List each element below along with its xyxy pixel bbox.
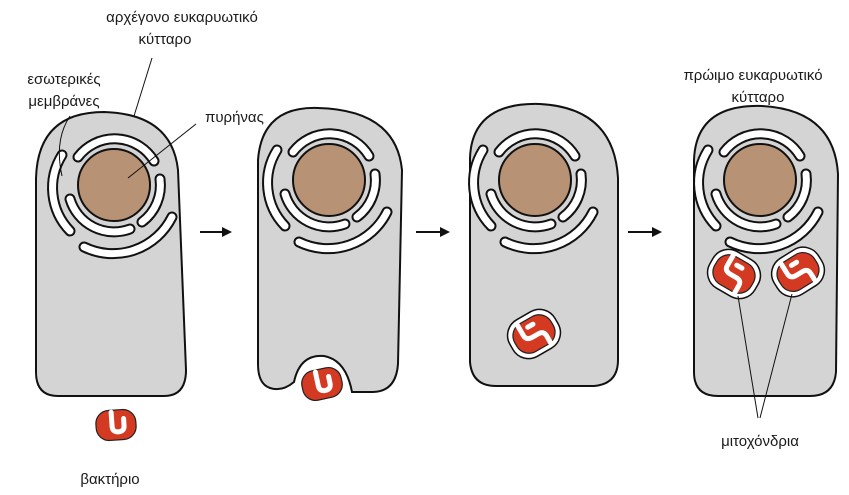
label-nucleus: πυρήνας — [205, 109, 264, 126]
label-internal-membranes-line2: μεμβράνες — [28, 93, 99, 110]
stage-1-ancestral-cell — [36, 112, 186, 441]
label-ancestral-cell-line2: κύτταρο — [139, 31, 192, 48]
label-internal-membranes-line1: εσωτερικές — [27, 71, 100, 88]
label-ancestral-cell-line1: αρχέγονο ευκαρυωτικό — [106, 9, 258, 26]
stage-4-early-eukaryote — [694, 106, 838, 396]
arrow-2 — [416, 227, 450, 237]
bacterium-engulfing — [299, 365, 344, 403]
arrow-1 — [200, 227, 232, 237]
stage-3-internalized — [470, 104, 618, 386]
stage-2-engulfment — [258, 108, 402, 403]
label-early-cell-line2: κύτταρο — [732, 89, 785, 106]
free-bacterium — [95, 409, 137, 442]
arrow-3 — [628, 227, 662, 237]
label-mitochondria: μιτοχόνδρια — [721, 433, 799, 450]
leader-ancestral-cell — [134, 58, 152, 116]
label-bacterium: βακτήριο — [80, 471, 139, 488]
label-early-cell-line1: πρώιμο ευκαρυωτικό — [683, 67, 822, 84]
